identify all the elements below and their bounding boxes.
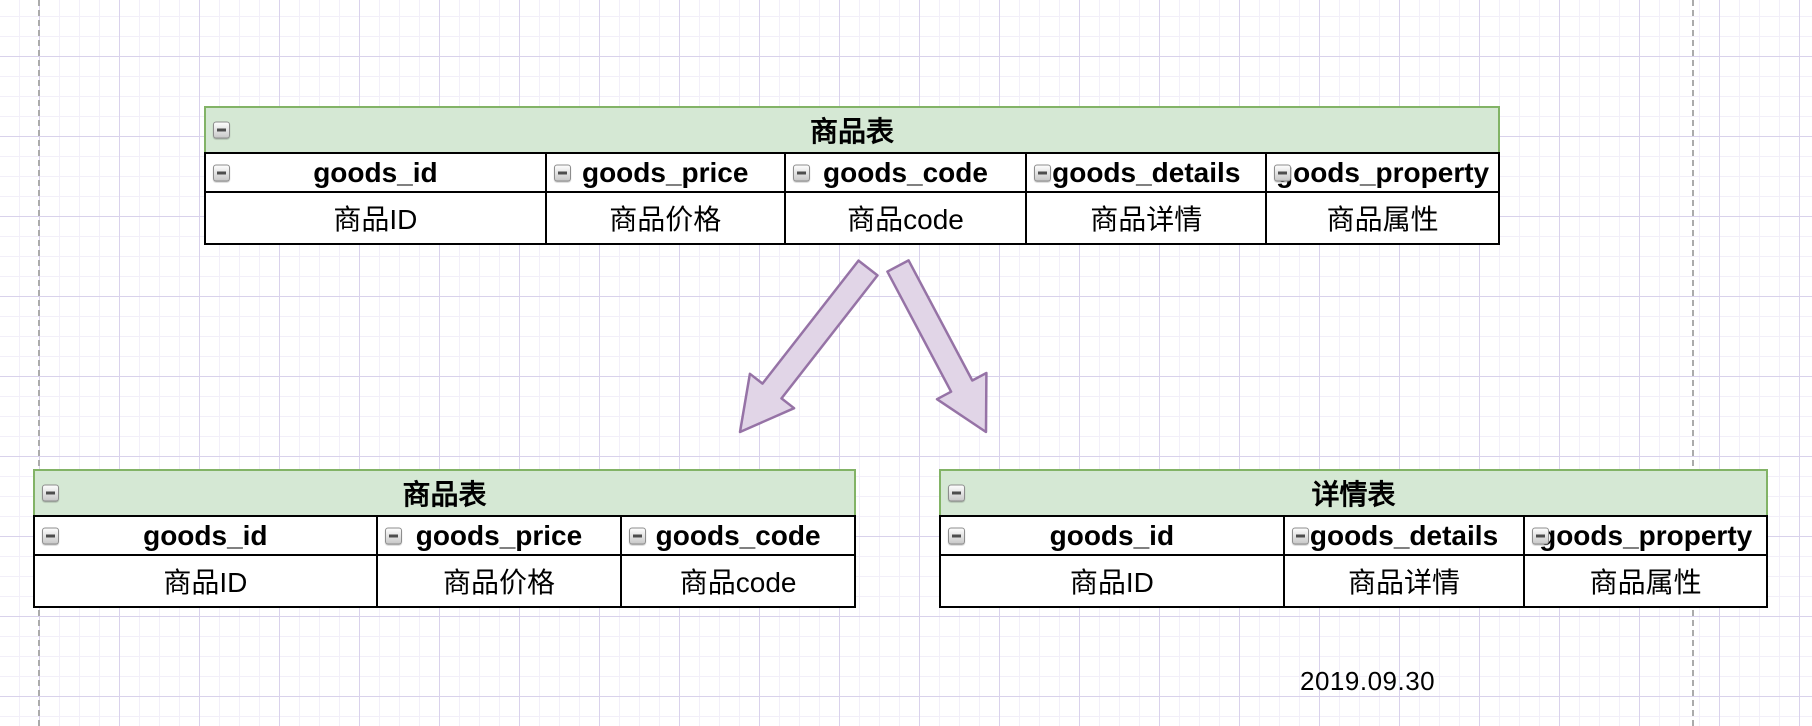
column-name: goods_details [1052,156,1241,188]
collapse-icon[interactable] [1291,527,1309,544]
column-header-goods-property: goods_property [1523,517,1766,554]
column-label: 商品code [679,567,797,598]
column-name: goods_property [1539,519,1753,551]
column-label: 商品属性 [1589,567,1702,598]
column-name: goods_price [581,156,749,188]
column-header-goods-id: goods_id [35,517,376,554]
column-header-goods-price: goods_price [544,154,784,191]
column-name: goods_id [313,156,438,188]
collapse-icon[interactable] [384,527,402,544]
table-title: 详情表 [1311,479,1396,510]
column-name: goods_details [1309,519,1499,551]
collapse-icon[interactable] [948,484,965,502]
table-value-row: 商品ID 商品价格 商品code 商品详情 商品属性 [204,193,1500,245]
table-header-row: goods_id goods_price goods_code goods_de… [204,152,1500,193]
column-label-cell: 商品详情 [1282,556,1524,606]
column-label-cell: 商品ID [941,556,1283,606]
column-name: goods_price [415,519,583,551]
column-label-cell: 商品详情 [1025,193,1265,243]
column-label-cell: 商品code [620,556,854,606]
column-label: 商品ID [163,567,248,598]
column-name: goods_property [1276,156,1490,188]
column-label: 商品价格 [442,567,555,598]
column-label: 商品详情 [1348,567,1461,598]
collapse-icon[interactable] [1034,164,1052,181]
column-header-goods-details: goods_details [1025,154,1265,191]
column-label-cell: 商品属性 [1265,193,1498,243]
collapse-icon[interactable] [1532,527,1550,544]
column-label-cell: 商品code [783,193,1026,243]
date-label: 2019.09.30 [1300,666,1436,696]
collapse-icon[interactable] [42,484,59,502]
column-header-goods-code: goods_code [783,154,1026,191]
column-name: goods_code [655,519,821,551]
table-title-row: 详情表 [939,469,1768,515]
column-label: 商品属性 [1326,204,1439,235]
table-title: 商品表 [402,479,487,510]
page-boundary-dashed-line-left [38,0,40,726]
table-goods-full: 商品表 goods_id goods_price goods_code good… [204,106,1500,245]
column-label-cell: 商品属性 [1523,556,1766,606]
arrow-down-left-icon [738,259,879,434]
column-label-cell: 商品ID [35,556,376,606]
collapse-icon[interactable] [553,164,571,181]
collapse-icon[interactable] [213,121,230,139]
table-header-row: goods_id goods_price goods_code [33,515,856,556]
column-name: goods_code [823,156,988,188]
column-header-goods-details: goods_details [1282,517,1524,554]
column-header-goods-price: goods_price [375,517,621,554]
collapse-icon[interactable] [629,527,647,544]
column-label-cell: 商品ID [206,193,545,243]
collapse-icon[interactable] [42,527,59,544]
table-goods-split: 商品表 goods_id goods_price goods_code 商品ID… [33,469,856,608]
column-header-goods-property: goods_property [1265,154,1498,191]
table-value-row: 商品ID 商品详情 商品属性 [939,556,1768,608]
table-header-row: goods_id goods_details goods_property [939,515,1768,556]
column-label-cell: 商品价格 [375,556,621,606]
collapse-icon[interactable] [948,527,965,544]
column-name: goods_id [1049,519,1175,551]
table-title-row: 商品表 [204,106,1500,152]
column-label: 商品ID [1069,567,1154,598]
collapse-icon[interactable] [1274,164,1292,181]
column-header-goods-code: goods_code [620,517,854,554]
column-header-goods-id: goods_id [206,154,545,191]
table-title-row: 商品表 [33,469,856,515]
table-details: 详情表 goods_id goods_details goods_propert… [939,469,1768,608]
arrow-down-right-icon [886,259,988,434]
column-label: 商品ID [333,204,418,235]
column-label-cell: 商品价格 [544,193,784,243]
column-header-goods-id: goods_id [941,517,1283,554]
column-label: 商品详情 [1090,204,1203,235]
column-label: 商品价格 [609,204,722,235]
column-label: 商品code [847,204,964,235]
page-boundary-dashed-line-right [1692,0,1694,726]
collapse-icon[interactable] [792,164,810,181]
column-name: goods_id [143,519,268,551]
collapse-icon[interactable] [213,164,230,181]
table-title: 商品表 [809,116,894,147]
table-value-row: 商品ID 商品价格 商品code [33,556,856,608]
